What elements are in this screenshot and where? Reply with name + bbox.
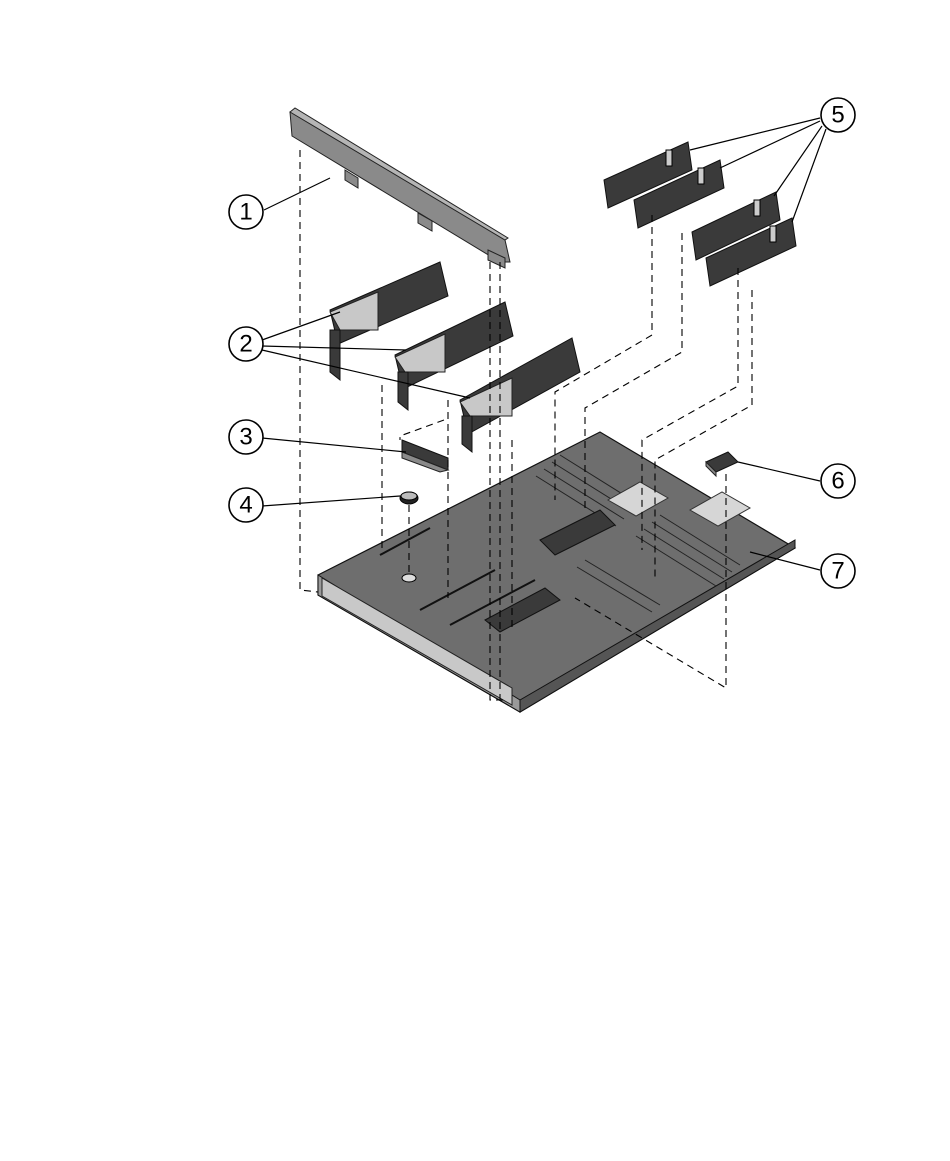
svg-text:5: 5 [831, 102, 844, 129]
callout-5: 5 [821, 98, 855, 132]
riser-bracket-part [290, 108, 510, 268]
callout-3: 3 [229, 420, 263, 454]
connector-card-part [402, 440, 448, 472]
svg-text:1: 1 [239, 199, 252, 226]
clip-part [706, 452, 738, 476]
svg-text:7: 7 [831, 558, 844, 585]
callout-1: 1 [229, 195, 263, 229]
motherboard-part [318, 432, 795, 712]
svg-text:6: 6 [831, 468, 844, 495]
dimm-part [604, 142, 796, 286]
callout-4: 4 [229, 488, 263, 522]
svg-text:4: 4 [239, 492, 252, 519]
riser-card-part [330, 262, 580, 452]
svg-text:2: 2 [239, 331, 252, 358]
svg-text:3: 3 [239, 424, 252, 451]
callout-6: 6 [821, 464, 855, 498]
callout-7: 7 [821, 554, 855, 588]
callout-2: 2 [229, 327, 263, 361]
